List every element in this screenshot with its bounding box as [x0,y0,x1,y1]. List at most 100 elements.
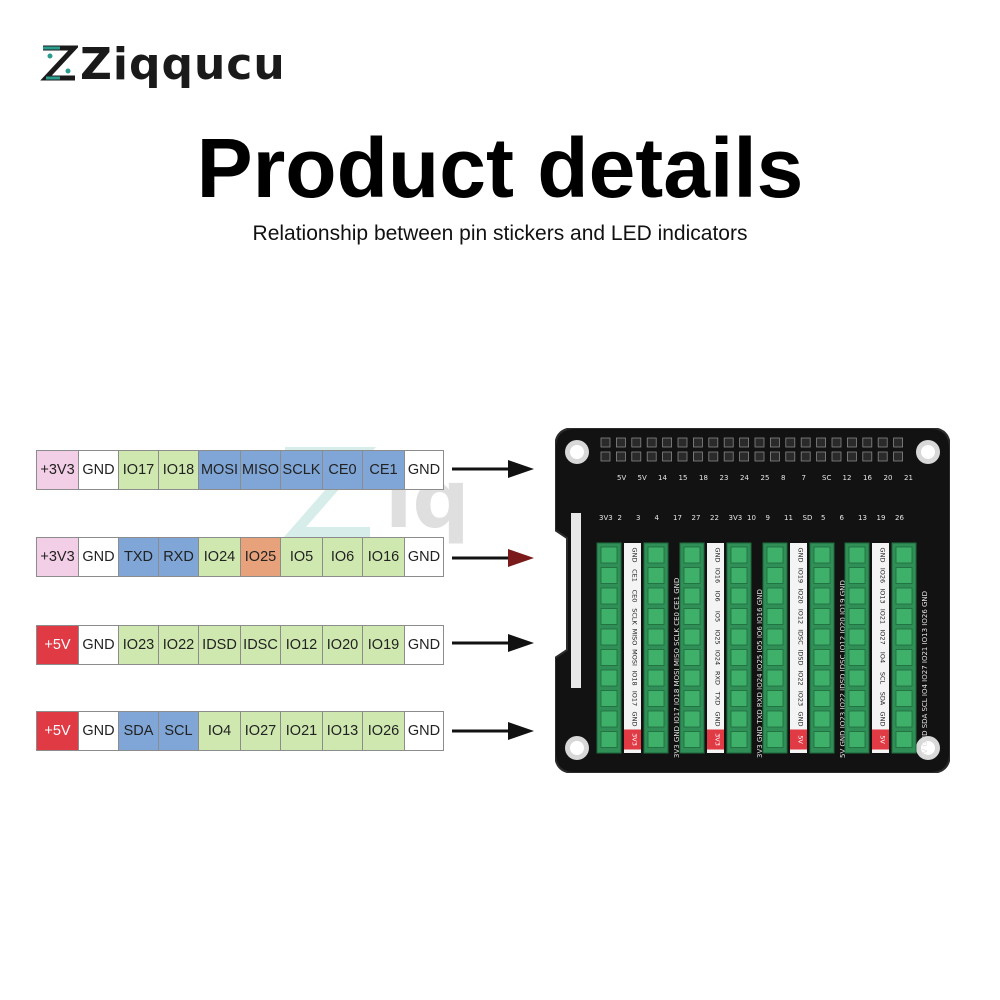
pin-label: IO6 [323,538,363,576]
sticker-label: GND [879,548,887,563]
terminal-screw [895,710,913,728]
pin-label: GND [79,451,119,489]
arrow-right-icon [452,634,534,652]
pin-sticker [790,543,807,753]
silkscreen-label: 18 [699,474,708,482]
sticker-label: CE0 [631,590,639,603]
header-pin [800,451,811,462]
header-pin [631,451,642,462]
pin-label: IO5 [281,538,323,576]
silkscreen-label: 5V GND SDA SCL IO4 IO27 IO21 IO13 IO26 G… [921,591,929,758]
sticker-label: MISO [631,629,639,646]
sticker-label: IO27 [879,629,887,644]
silkscreen-label: 23 [720,474,729,482]
arrow-right-icon [452,460,534,478]
silkscreen-label: 9 [766,514,770,522]
terminal-screw [600,567,618,584]
pin-label: IO26 [363,712,405,750]
header-pin [739,451,750,462]
terminal-screw [848,669,866,687]
header-pin [785,437,796,448]
silkscreen-label: 15 [679,474,688,482]
pin-label: CE1 [363,451,405,489]
silkscreen-label: 16 [863,474,872,482]
terminal-screw [730,587,748,605]
header-pin [662,451,672,462]
header-pin [893,437,904,448]
sticker-label: MOSI [631,649,639,666]
terminal-screw [683,710,701,728]
header-pin [862,451,873,462]
header-pin [677,451,688,462]
brand-logo: Ziqqucu [40,36,286,92]
terminal-screw [647,587,665,605]
terminal-screw [730,690,748,707]
sticker-label: IO12 [797,609,805,624]
silkscreen-label: 5V GND IO23 IO22 IDSD IDSC IO12 IO20 IO1… [839,580,847,758]
header-pin [677,437,688,448]
silkscreen-label: 6 [840,514,845,522]
header-pin [754,451,765,462]
terminal-screw [730,649,748,666]
header-pin [831,437,842,448]
pin-label: IDSD [199,626,241,664]
silkscreen-label: SC [822,474,831,482]
pin-sticker [872,543,889,753]
sticker-label: IDSD [797,649,805,665]
pin-label: GND [405,451,443,489]
silkscreen-label: 3V3 [729,514,743,522]
terminal-screw [683,649,701,666]
terminal-screw [683,669,701,687]
sticker-label: IO6 [714,590,722,601]
header-pin [769,437,780,448]
terminal-screw [766,628,784,646]
terminal-screw [813,546,831,564]
board-edge-stripe [571,513,581,688]
terminal-screw [730,608,748,625]
header-pin [831,451,842,462]
terminal-screw [647,690,665,707]
terminal-screw [848,608,866,625]
sticker-label: IO18 [631,670,639,685]
terminal-screw [848,567,866,584]
terminal-screw [848,649,866,666]
terminal-screw [730,710,748,728]
pin-label: GND [405,626,443,664]
sticker-label: CE1 [631,569,639,582]
pin-label: SDA [119,712,159,750]
sticker-label: IO5 [714,611,722,622]
silkscreen-label: 5V [617,474,626,482]
header-pin [600,437,611,448]
page-title: Product details [196,121,804,215]
header-pin [754,437,765,448]
terminal-screw [683,731,701,748]
silkscreen-label: 22 [710,514,719,522]
sticker-label: GND [797,712,805,727]
pin-label: SCLK [281,451,323,489]
pin-label: IO4 [199,712,241,750]
terminal-screw [813,731,831,748]
silkscreen-label: 27 [692,514,701,522]
sticker-label: IO20 [797,588,805,603]
header-pin [692,451,703,462]
terminal-screw [813,587,831,605]
arrow-right-icon [452,722,534,740]
pin-label: IO13 [323,712,363,750]
terminal-screw [683,628,701,646]
header-pin [646,451,657,462]
sticker-label: IO24 [714,650,722,665]
silkscreen-label: 5V [638,474,647,482]
pin-label: IO16 [363,538,405,576]
sticker-label: RXD [714,671,722,685]
sticker-label: IO17 [631,691,639,706]
silkscreen-label: 5 [821,514,825,522]
sticker-power-cell [707,729,724,750]
pin-label: IO17 [119,451,159,489]
silkscreen-label: 26 [895,514,904,522]
header-pin [600,451,611,462]
arrow-right-icon [452,549,534,567]
silkscreen-label: 4 [655,514,660,522]
pin-label: GND [405,712,443,750]
header-pin [631,437,642,448]
